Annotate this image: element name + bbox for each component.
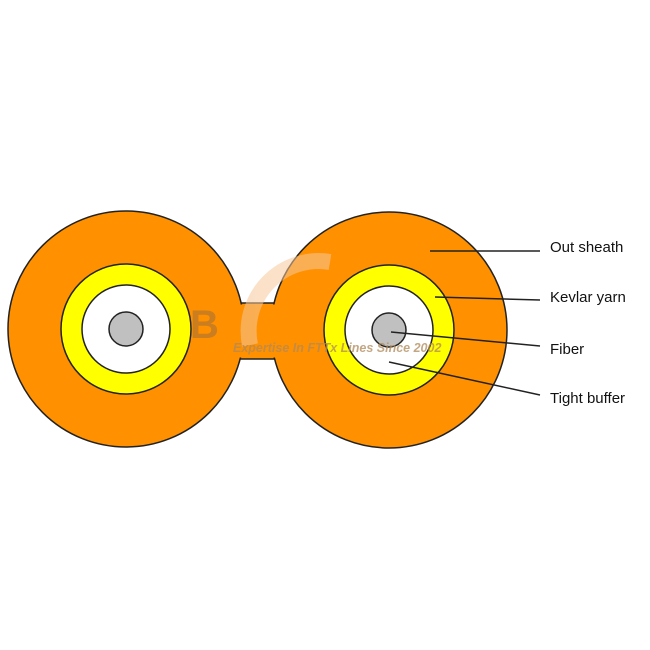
leader-kevlar-yarn xyxy=(434,296,541,301)
watermark-logo: B xyxy=(190,253,332,347)
left-fiber-unit xyxy=(7,210,245,448)
label-kevlar-yarn: Kevlar yarn xyxy=(550,289,626,306)
leader-tight-buffer xyxy=(388,361,541,396)
label-tight-buffer: Tight buffer xyxy=(550,390,625,407)
label-fiber: Fiber xyxy=(550,341,584,358)
leader-fiber xyxy=(390,331,541,347)
right-fiber xyxy=(371,312,407,348)
right-fiber-unit xyxy=(270,211,508,449)
watermark-tagline: Expertise In FTTx Lines Since 2002 xyxy=(233,341,441,355)
left-fiber xyxy=(108,311,144,347)
label-out-sheath: Out sheath xyxy=(550,239,623,256)
svg-text:B: B xyxy=(190,303,219,347)
